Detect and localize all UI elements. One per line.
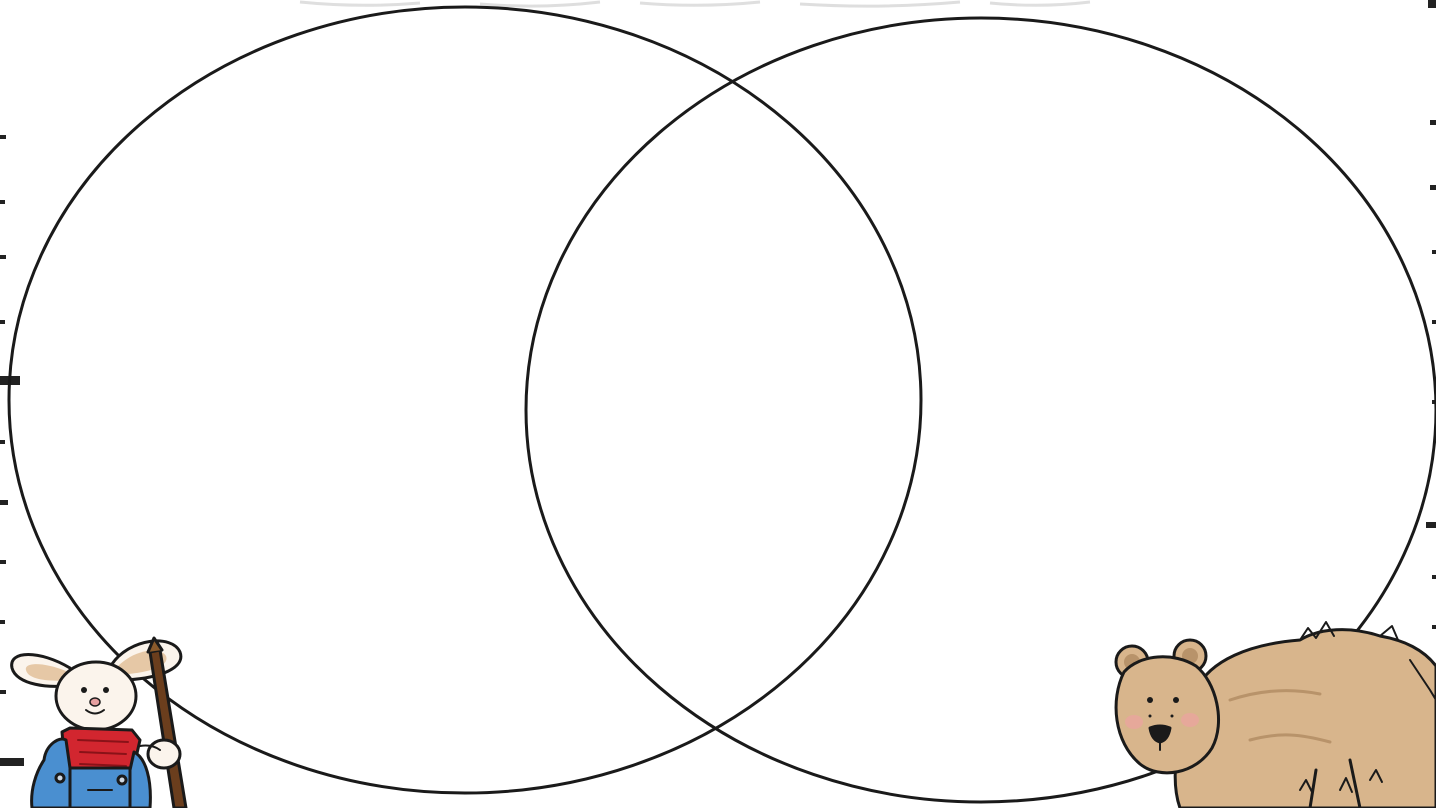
venn-diagram-canvas <box>0 0 1436 808</box>
venn-diagram-worksheet <box>0 0 1436 808</box>
